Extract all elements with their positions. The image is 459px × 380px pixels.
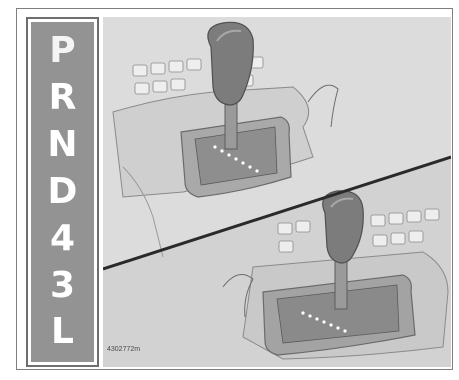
gear-position-indicator: P R N D 4 3 L <box>26 17 99 367</box>
gear-letter-r: R <box>49 80 77 116</box>
gear-letter-n: N <box>47 127 77 163</box>
figure-code: 4302772m <box>107 346 140 353</box>
gear-letter-4: 4 <box>50 221 75 257</box>
gear-panel: P R N D 4 3 L <box>31 22 94 362</box>
gear-shifter-illustration <box>103 17 451 367</box>
top-shifter-stick <box>225 99 237 149</box>
gear-letter-3: 3 <box>50 268 75 304</box>
gear-letter-p: P <box>49 33 75 69</box>
gear-letter-l: L <box>51 314 74 350</box>
gear-letter-d: D <box>48 174 78 210</box>
